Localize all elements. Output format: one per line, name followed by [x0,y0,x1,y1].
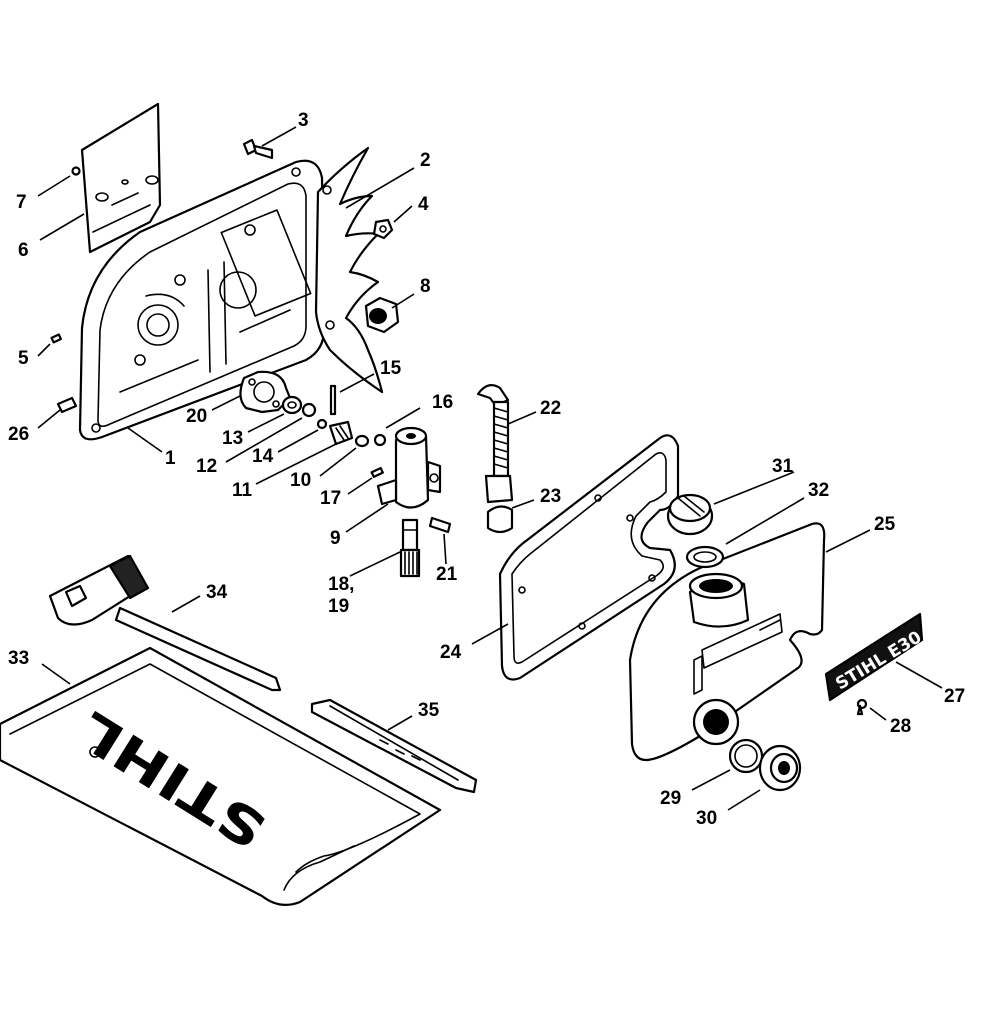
leader-lines [37,126,943,811]
callout-34: 34 [206,582,228,603]
callout-2: 2 [420,150,431,171]
part-bolt-3 [242,138,274,160]
callout-28: 28 [890,716,911,737]
callout-12: 12 [196,456,217,477]
part-pin-5 [50,333,62,344]
part-oring-12 [301,402,317,418]
part-housing [78,159,326,441]
callout-5: 5 [18,348,29,369]
part-valve-11 [328,420,354,446]
part-ball-16 [373,433,387,447]
callout-13: 13 [222,428,243,449]
callout-21: 21 [436,564,458,585]
part-oil-tank-25 [628,522,826,762]
callout-27: 27 [944,686,965,707]
part-plug-30 [758,744,802,792]
callout-23: 23 [540,486,561,507]
part-gasket-24 [498,434,680,681]
callout-3: 3 [298,110,309,131]
part-guide-plate [80,102,162,254]
callout-29: 29 [660,788,681,809]
callout-17: 17 [320,488,341,509]
part-pump-body-9 [376,426,442,509]
part-screw-21 [428,516,452,534]
part-ball-14 [316,418,328,430]
callout-14: 14 [252,446,274,467]
part-screw-26 [56,396,78,414]
callout-22: 22 [540,398,561,419]
callout-4: 4 [418,194,429,215]
part-spiked-bumper [314,146,384,394]
callout-9: 9 [330,528,341,549]
part-nameplate-27: STIHL E30 [824,612,925,702]
part-filler-cap-31 [666,493,714,536]
callout-19: 19 [328,596,349,617]
part-scabbard-33: STIHL [0,646,442,907]
part-nut-4 [372,218,394,240]
part-washer-13 [281,395,303,415]
part-screw-28 [856,698,868,716]
callout-1: 1 [165,448,176,469]
callout-7: 7 [16,192,27,213]
part-nut-8 [364,296,400,334]
part-seal-32 [685,545,725,569]
part-screw-7 [71,166,81,176]
callout-35: 35 [418,700,440,721]
callout-15: 15 [380,358,402,379]
callout-26: 26 [8,424,29,445]
callout-31: 31 [772,456,794,477]
callout-30: 30 [696,808,717,829]
callout-labels: 1 2 3 4 5 6 7 8 9 10 11 12 13 14 15 16 1… [8,110,965,829]
part-suction-hose-22 [476,383,514,504]
callout-6: 6 [18,240,29,261]
part-wrench-34 [48,554,282,692]
part-filter-23 [486,505,514,534]
part-worm-shaft [399,518,421,578]
callout-24: 24 [440,642,462,663]
part-pin-15 [329,384,337,416]
callout-8: 8 [420,276,431,297]
callout-33: 33 [8,648,29,669]
callout-10: 10 [290,470,311,491]
part-washer-10 [354,434,370,448]
callout-25: 25 [874,514,896,535]
callout-32: 32 [808,480,829,501]
callout-16: 16 [432,392,453,413]
part-pin-17 [370,466,384,478]
callout-11: 11 [232,480,253,501]
callout-20: 20 [186,406,207,427]
callout-18: 18, [328,574,354,595]
part-file-guide-35 [310,698,478,794]
